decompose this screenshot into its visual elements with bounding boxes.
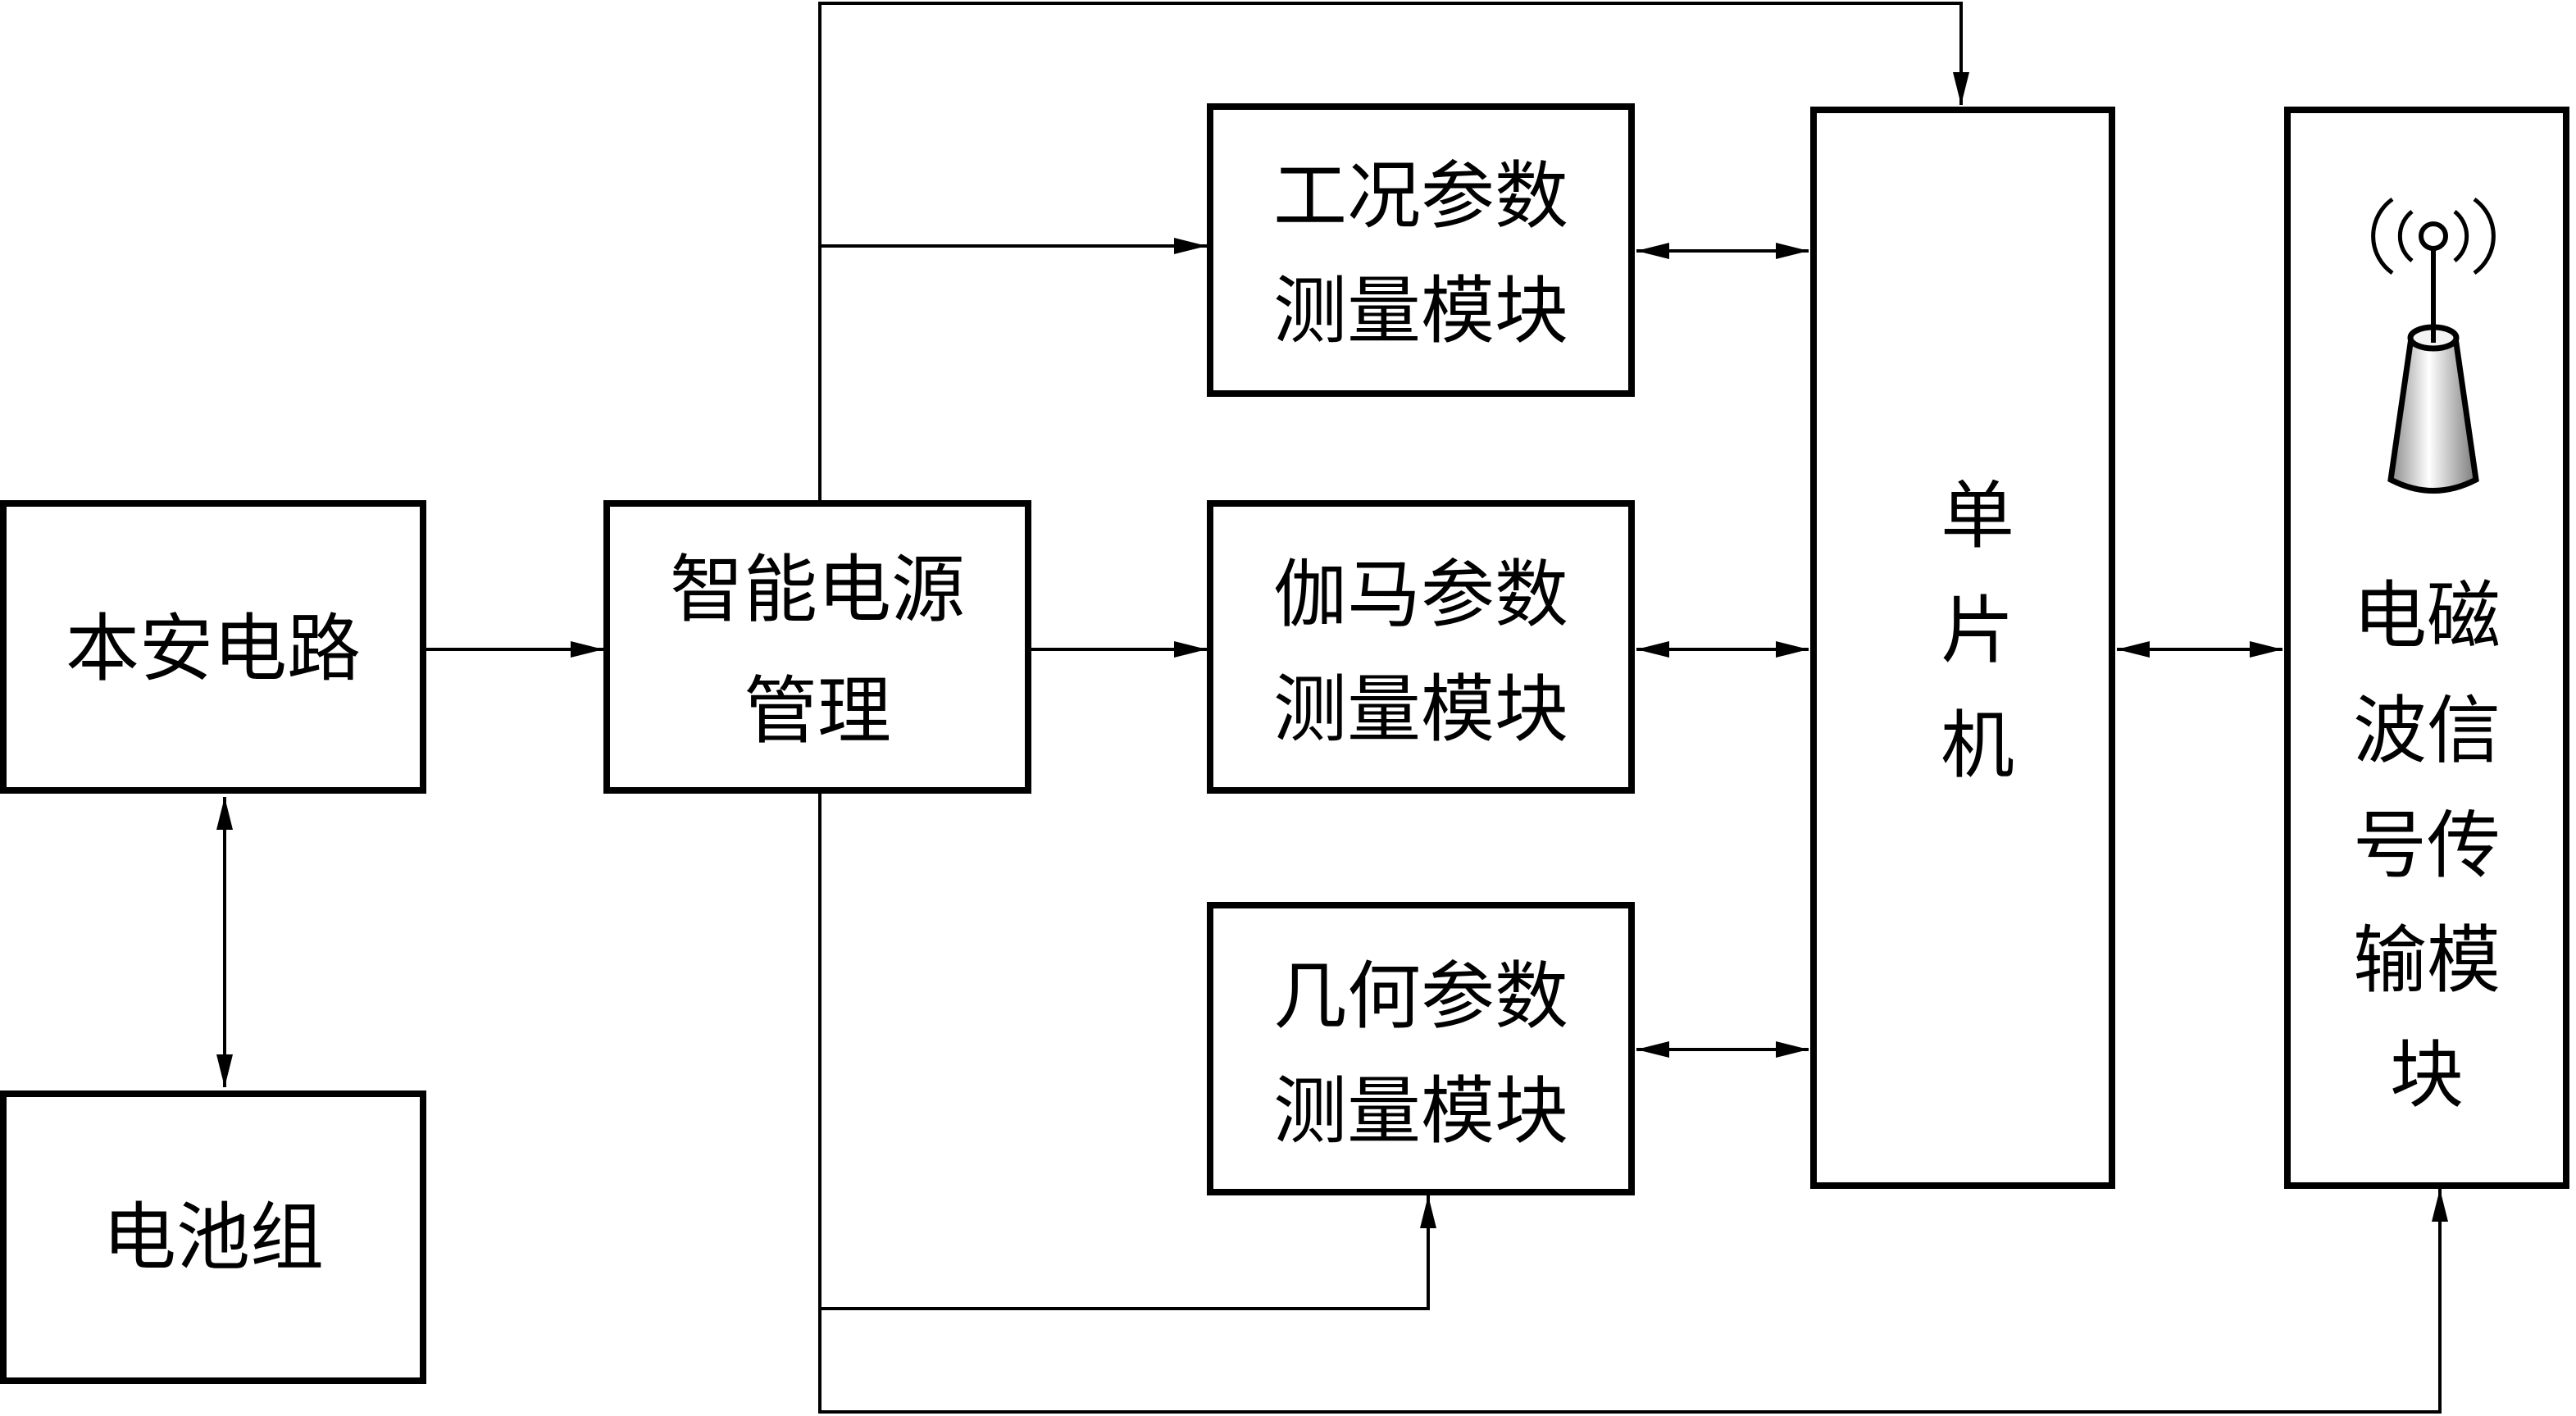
block-label-line-1: 电磁 <box>2353 573 2501 659</box>
block-label-line-1: 智能电源 <box>670 547 965 633</box>
connector-power-em <box>818 1189 2448 1414</box>
block-label-line-1: 工况参数 <box>1273 153 1568 239</box>
block-label-line-4: 输模 <box>2353 917 2501 1004</box>
svg-text:测量模块: 测量模块 <box>1273 268 1568 354</box>
svg-text:测量模块: 测量模块 <box>1273 1068 1568 1154</box>
block-label-line-2: 管理 <box>744 668 891 754</box>
antenna-icon <box>2371 197 2496 494</box>
svg-text:智能电源: 智能电源 <box>670 547 965 633</box>
svg-text:伽马参数: 伽马参数 <box>1273 552 1568 638</box>
block-battery: 电池组 <box>0 1090 426 1384</box>
connector-power-geometry <box>818 794 1436 1310</box>
block-intrinsic-safety: 本安电路 <box>0 500 426 794</box>
block-label: 电池组 <box>102 1195 324 1281</box>
block-label-line-3: 号传 <box>2353 803 2501 889</box>
block-geometry-module: 几何参数 测量模块 <box>1207 902 1635 1195</box>
block-em-transmission: 电磁 波信 号传 输模 块 <box>2284 107 2569 1189</box>
block-power-management: 智能电源 管理 <box>603 500 1031 794</box>
svg-text:工况参数: 工况参数 <box>1273 153 1568 239</box>
svg-text:电磁: 电磁 <box>2353 573 2501 659</box>
block-mcu: 单 片 机 <box>1810 107 2115 1189</box>
svg-text:机: 机 <box>1941 703 2014 789</box>
svg-text:几何参数: 几何参数 <box>1273 954 1568 1040</box>
block-label-line-2: 测量模块 <box>1273 1068 1568 1154</box>
svg-text:测量模块: 测量模块 <box>1273 667 1568 753</box>
connectors <box>216 2 2448 1414</box>
block-label-line-2: 测量模块 <box>1273 268 1568 354</box>
block-label-line-2: 波信 <box>2353 688 2501 774</box>
block-label-line-2: 片 <box>1941 588 2014 674</box>
svg-text:波信: 波信 <box>2353 688 2501 774</box>
block-label-line-3: 机 <box>1941 703 2014 789</box>
block-label-line-5: 块 <box>2390 1032 2464 1118</box>
block-label: 本安电路 <box>66 606 361 692</box>
connector-power-mcu <box>818 2 1969 500</box>
svg-text:号传: 号传 <box>2353 803 2501 889</box>
block-condition-module: 工况参数 测量模块 <box>1207 103 1635 397</box>
svg-text:片: 片 <box>1941 588 2014 674</box>
svg-text:输模: 输模 <box>2353 917 2501 1004</box>
block-label-line-2: 测量模块 <box>1273 667 1568 753</box>
svg-text:管理: 管理 <box>744 668 891 754</box>
block-label-line-1: 单 <box>1941 473 2014 559</box>
svg-text:块: 块 <box>2390 1032 2464 1118</box>
block-label-line-1: 几何参数 <box>1273 954 1568 1040</box>
block-label-line-1: 伽马参数 <box>1273 552 1568 638</box>
svg-text:单: 单 <box>1941 473 2014 559</box>
svg-text:电池组: 电池组 <box>102 1195 324 1281</box>
block-gamma-module: 伽马参数 测量模块 <box>1207 500 1635 794</box>
svg-text:本安电路: 本安电路 <box>66 606 361 692</box>
